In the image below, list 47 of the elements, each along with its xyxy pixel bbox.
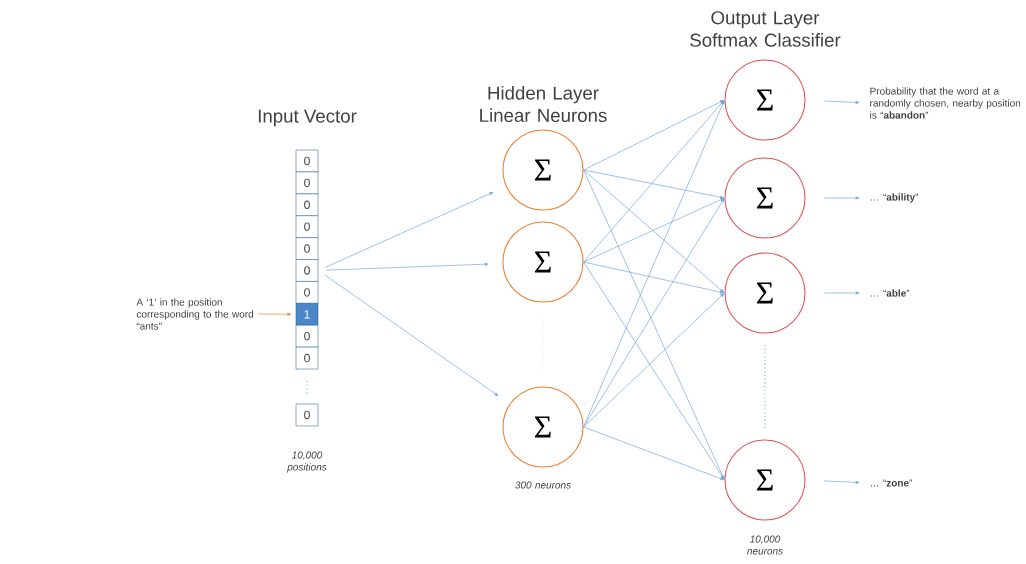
output-neuron: Σ [724,252,806,334]
arrow [583,169,724,199]
arrow [823,100,860,104]
arrow [583,169,725,293]
arrow [325,262,489,271]
count-caption: 10,000 positions [287,451,327,473]
hidden-neuron: Σ [502,221,584,303]
arrow [823,480,860,484]
arrow [583,426,724,480]
arrow [257,312,292,316]
arrow [583,198,725,428]
title: Input Vector [258,109,357,127]
annotation-text: A ‘1’ in the position corresponding to the word “ants” [136,298,253,330]
vector-cell: 0 [295,346,319,370]
arrow [325,192,494,268]
output-text: … “ability” [870,193,919,203]
arrow [324,274,499,396]
arrow [583,261,725,480]
vector-cell: 0 [295,281,319,304]
arrow [583,293,725,428]
vector-cell: 0 [295,149,319,173]
arrow [823,196,860,200]
vector-cell: 0 [295,403,319,427]
arrow [583,198,724,263]
arrow [583,100,724,171]
hidden-neuron: Σ [502,386,584,468]
arrow [583,261,724,294]
vector-cell: 0 [295,215,319,238]
vector-cell: 1 [295,303,319,326]
output-neuron: Σ [724,439,806,521]
count-caption: 10,000 neurons [747,535,783,555]
arrow [583,100,725,428]
output-neuron: Σ [724,157,806,239]
output-neuron: Σ [724,59,806,141]
output-text: … “able” [870,289,910,297]
vector-cell: 0 [295,325,319,348]
vector-cell: 0 [295,259,319,282]
vector-cell: 0 [295,171,319,195]
count-caption: 300 neurons [515,481,571,489]
vector-cell: 0 [295,193,319,216]
output-text: Probability that the word at a randomly chosen, nearby position is “abandon” [870,87,1021,119]
vector-cell: 0 [295,237,319,260]
arrow [583,169,725,480]
arrow [583,100,725,263]
output-text: … “zone” [870,479,912,487]
hidden-neuron: Σ [502,129,584,211]
arrow [823,291,860,295]
